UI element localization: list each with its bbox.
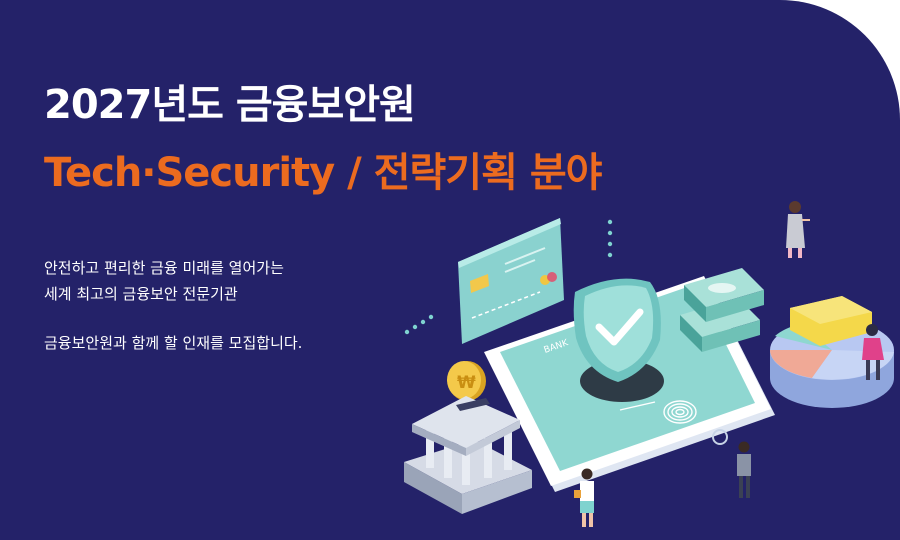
- person-figure-man: [737, 441, 751, 498]
- recruit-text: 금융보안원과 함께 할 인재를 모집합니다.: [44, 334, 303, 352]
- coin-symbol: ₩: [457, 373, 476, 393]
- person-figure-woman-bottom: [574, 468, 594, 527]
- fingerprint-icon: [619, 400, 697, 424]
- shield-check-icon: [573, 278, 664, 402]
- person-figure-woman-top: [786, 201, 810, 258]
- money-stack-icon: [680, 268, 764, 352]
- description-line-2: 세계 최고의 금융보안 전문기관: [44, 285, 238, 303]
- description-line-1: 안전하고 편리한 금융 미래를 열어가는: [44, 259, 284, 277]
- credit-card-icon: [458, 218, 564, 344]
- bank-building-icon: [404, 396, 532, 514]
- coin-icon: [447, 361, 486, 401]
- pie-chart-icon: [770, 296, 894, 408]
- page-subtitle: Tech·Security / 전략기획 분야: [44, 150, 602, 196]
- person-figure-woman-right: [862, 324, 884, 380]
- page-title: 2027년도 금융보안원: [44, 82, 416, 128]
- dots-decoration: [404, 219, 613, 335]
